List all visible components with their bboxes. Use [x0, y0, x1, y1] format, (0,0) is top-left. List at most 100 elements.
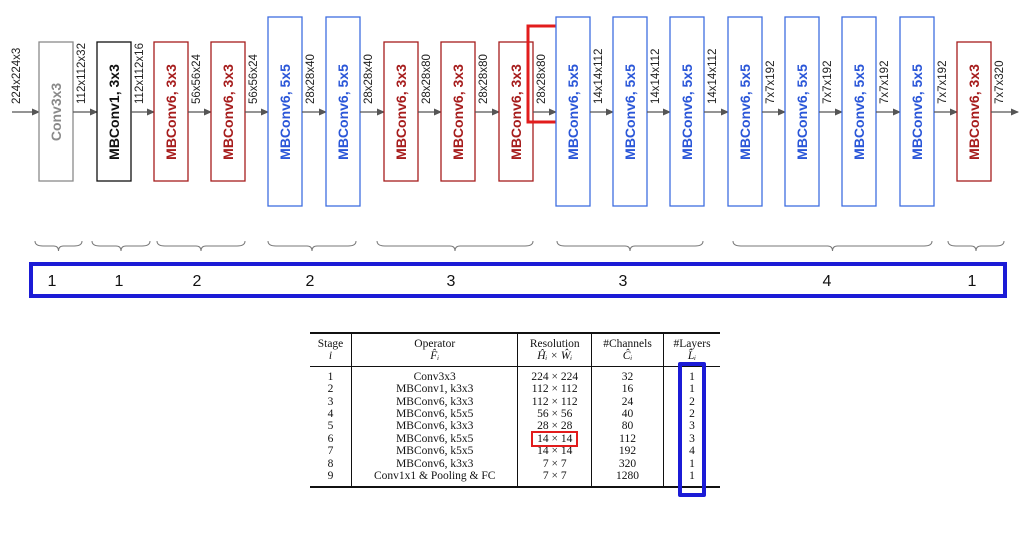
layer-block — [440, 41, 476, 182]
output-dims-label: 7x7x320 — [994, 61, 1006, 104]
stage-brace — [556, 240, 704, 252]
column-header: Operator — [351, 333, 518, 351]
cell-operator: MBConv6, k3x3 — [351, 395, 518, 409]
stage-brace — [267, 240, 357, 252]
output-dims-label: 56x56x24 — [248, 54, 260, 104]
column-symbol: L̂ᵢ — [663, 350, 720, 367]
output-dims-label: 7x7x192 — [879, 61, 891, 104]
stage-count: 1 — [968, 273, 977, 290]
cell-operator: MBConv1, k3x3 — [351, 383, 518, 396]
cell-channels: 16 — [591, 383, 664, 396]
stage-count: 2 — [306, 273, 315, 290]
layer-block — [555, 16, 591, 207]
layer-block-label: MBConv6, 5x5 — [737, 64, 753, 160]
cell-layers: 2 — [663, 395, 720, 409]
cell-stage: 8 — [327, 457, 334, 470]
cell-stage: 7 — [327, 445, 334, 458]
layer-block-label: MBConv6, 3x3 — [508, 64, 524, 160]
cell-channels: 112 — [591, 432, 664, 446]
layer-block — [267, 16, 303, 207]
column-header: #Channels — [591, 333, 664, 351]
layer-block — [841, 16, 877, 207]
cell-channels: 320 — [591, 457, 664, 471]
layer-block-label: MBConv6, 5x5 — [909, 64, 925, 160]
layer-block — [96, 41, 132, 182]
layer-block-label: MBConv6, 3x3 — [966, 64, 982, 160]
layer-block-label: MBConv6, 5x5 — [622, 64, 638, 160]
cell-resolution: 14 × 14 — [517, 445, 592, 458]
layer-block-label: MBConv6, 5x5 — [277, 64, 293, 160]
layer-block — [612, 16, 648, 207]
cell-resolution: 7 × 7 — [517, 457, 592, 471]
layer-block-label: MBConv6, 3x3 — [220, 64, 236, 160]
layer-block-label: MBConv6, 5x5 — [851, 64, 867, 160]
column-symbol: F̂ᵢ — [351, 350, 518, 367]
cell-stage: 1 — [310, 365, 352, 384]
cell-resolution: 28 × 28 — [517, 420, 592, 433]
cell-layers: 3 — [663, 420, 720, 433]
cell-channels: 1280 — [591, 470, 664, 488]
layer-block — [210, 41, 246, 182]
layer-block-label: MBConv6, 3x3 — [163, 64, 179, 160]
output-dims-label: 112x112x16 — [134, 43, 146, 104]
cell-resolution: 14 × 14 — [517, 430, 592, 447]
cell-channels: 80 — [591, 420, 664, 433]
cell-operator: MBConv6, k5x5 — [351, 445, 518, 458]
cell-layers: 3 — [663, 432, 720, 446]
output-dims-label: 56x56x24 — [191, 54, 203, 104]
cell-stage: 3 — [327, 395, 334, 408]
output-dims-label: 112x112x32 — [76, 43, 88, 104]
column-header: Stage — [317, 338, 344, 350]
column-symbol: Ĥᵢ × Ŵᵢ — [517, 350, 592, 367]
layer-block — [153, 41, 189, 182]
cell-layers: 1 — [663, 383, 720, 396]
stage-count: 4 — [823, 273, 832, 290]
layer-block-label: MBConv6, 3x3 — [450, 64, 466, 160]
output-dims-label: 7x7x192 — [937, 61, 949, 104]
stage-count-box — [29, 262, 1007, 298]
cell-stage: 6 — [327, 432, 334, 445]
output-dims-label: 28x28x40 — [305, 54, 317, 104]
stage-count: 3 — [447, 273, 456, 290]
cell-layers: 1 — [663, 457, 720, 471]
column-symbol: i — [328, 350, 333, 363]
output-dims-label: 28x28x80 — [478, 54, 490, 104]
cell-operator: MBConv6, k3x3 — [351, 420, 518, 433]
stage-brace — [732, 240, 933, 252]
layer-block-label: MBConv6, 5x5 — [565, 64, 581, 160]
cell-stage: 5 — [327, 420, 334, 433]
output-dims-label: 7x7x192 — [765, 61, 777, 104]
cell-resolution: 7 × 7 — [517, 470, 592, 488]
stage-count: 1 — [48, 273, 57, 290]
output-dims-label: 14x14x112 — [650, 49, 662, 104]
output-dims-label: 14x14x112 — [707, 49, 719, 104]
cell-channels: 32 — [591, 365, 664, 384]
layer-block-label: MBConv1, 3x3 — [106, 64, 122, 160]
cell-stage: 9 — [327, 470, 334, 483]
layer-block — [956, 41, 992, 182]
layer-block-label: Conv3x3 — [48, 83, 64, 142]
stage-count: 3 — [619, 273, 628, 290]
layer-block-label: MBConv6, 5x5 — [679, 64, 695, 160]
input-dims-label: 224x224x3 — [11, 48, 23, 104]
cell-resolution: 224 × 224 — [517, 365, 592, 384]
stage-count: 1 — [115, 273, 124, 290]
output-dims-label: 28x28x80 — [421, 54, 433, 104]
output-dims-label: 28x28x80 — [536, 54, 548, 104]
cell-channels: 40 — [591, 408, 664, 421]
cell-layers: 1 — [663, 470, 720, 488]
cell-resolution: 56 × 56 — [517, 408, 592, 421]
stage-brace — [34, 240, 83, 252]
stage-brace — [376, 240, 534, 252]
layer-block — [669, 16, 705, 207]
layer-block — [899, 16, 935, 207]
cell-stage: 4 — [327, 408, 334, 421]
